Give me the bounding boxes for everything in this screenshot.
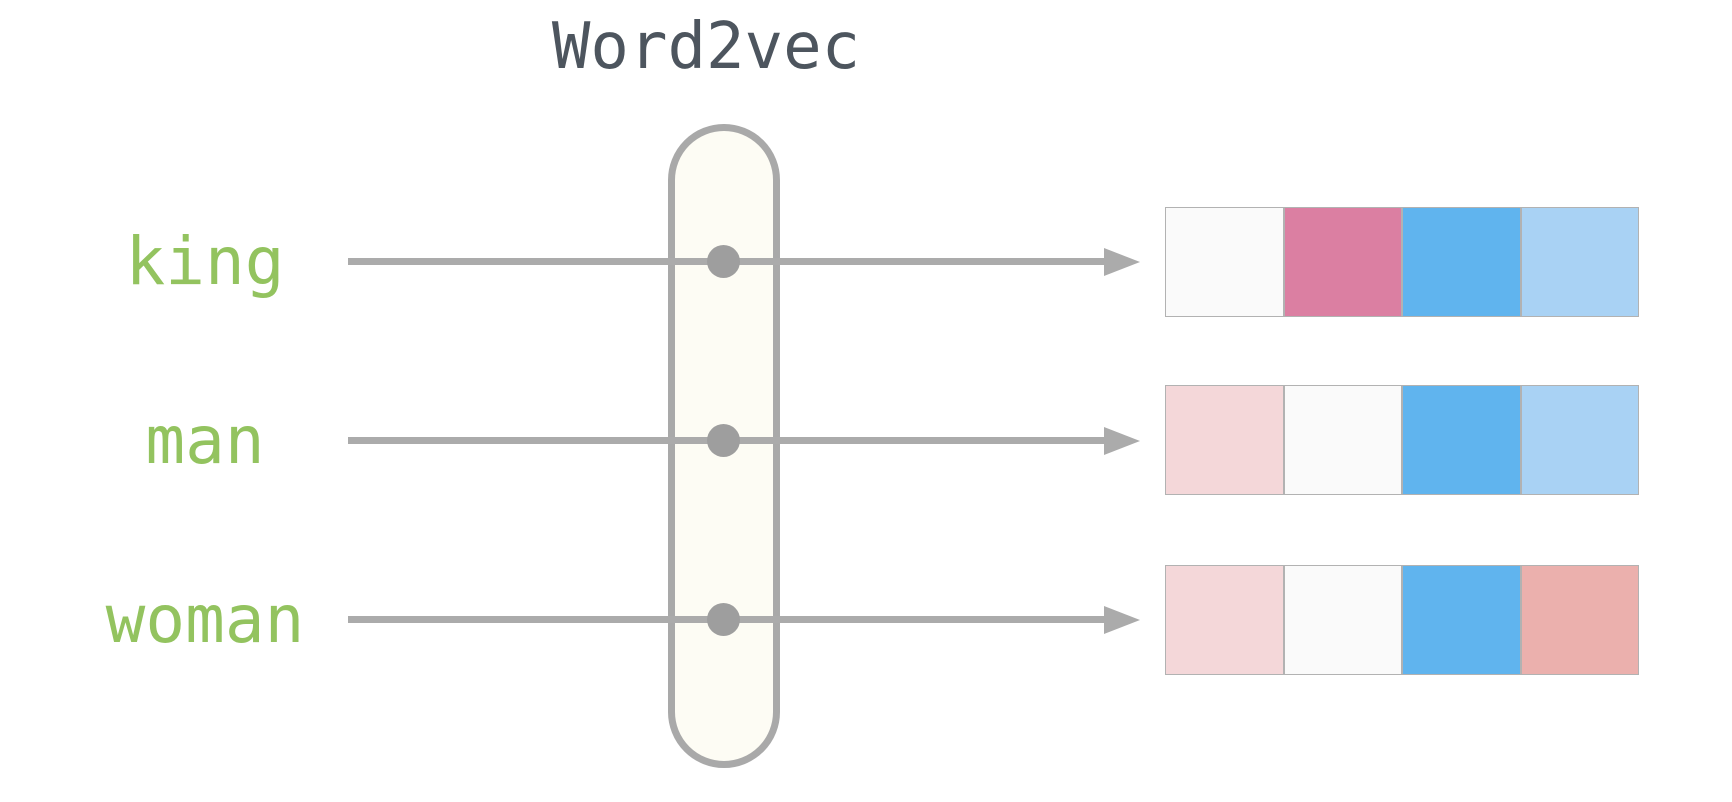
vector-cell [1283, 207, 1402, 317]
vector-cell [1165, 565, 1284, 675]
vector-cell [1283, 385, 1402, 495]
arrow-head-icon [1104, 606, 1140, 634]
vector-cell [1283, 565, 1402, 675]
word2vec-model-capsule [668, 124, 780, 768]
word-label-man: man [145, 402, 265, 479]
vector-cell [1402, 565, 1521, 675]
vector-cell [1520, 385, 1639, 495]
model-node-dot [707, 245, 740, 278]
vector-cell [1402, 207, 1521, 317]
vector-strip-king [1165, 207, 1639, 317]
word-label-woman: woman [105, 581, 305, 658]
vector-cell [1165, 385, 1284, 495]
vector-cell [1165, 207, 1284, 317]
vector-cell [1520, 565, 1639, 675]
word-label-king: king [125, 223, 285, 300]
vector-strip-man [1165, 385, 1639, 495]
diagram-title: Word2vec [551, 10, 861, 84]
arrow-head-icon [1104, 248, 1140, 276]
model-node-dot [707, 424, 740, 457]
model-node-dot [707, 603, 740, 636]
vector-cell [1402, 385, 1521, 495]
arrow-head-icon [1104, 427, 1140, 455]
vector-cell [1520, 207, 1639, 317]
vector-strip-woman [1165, 565, 1639, 675]
